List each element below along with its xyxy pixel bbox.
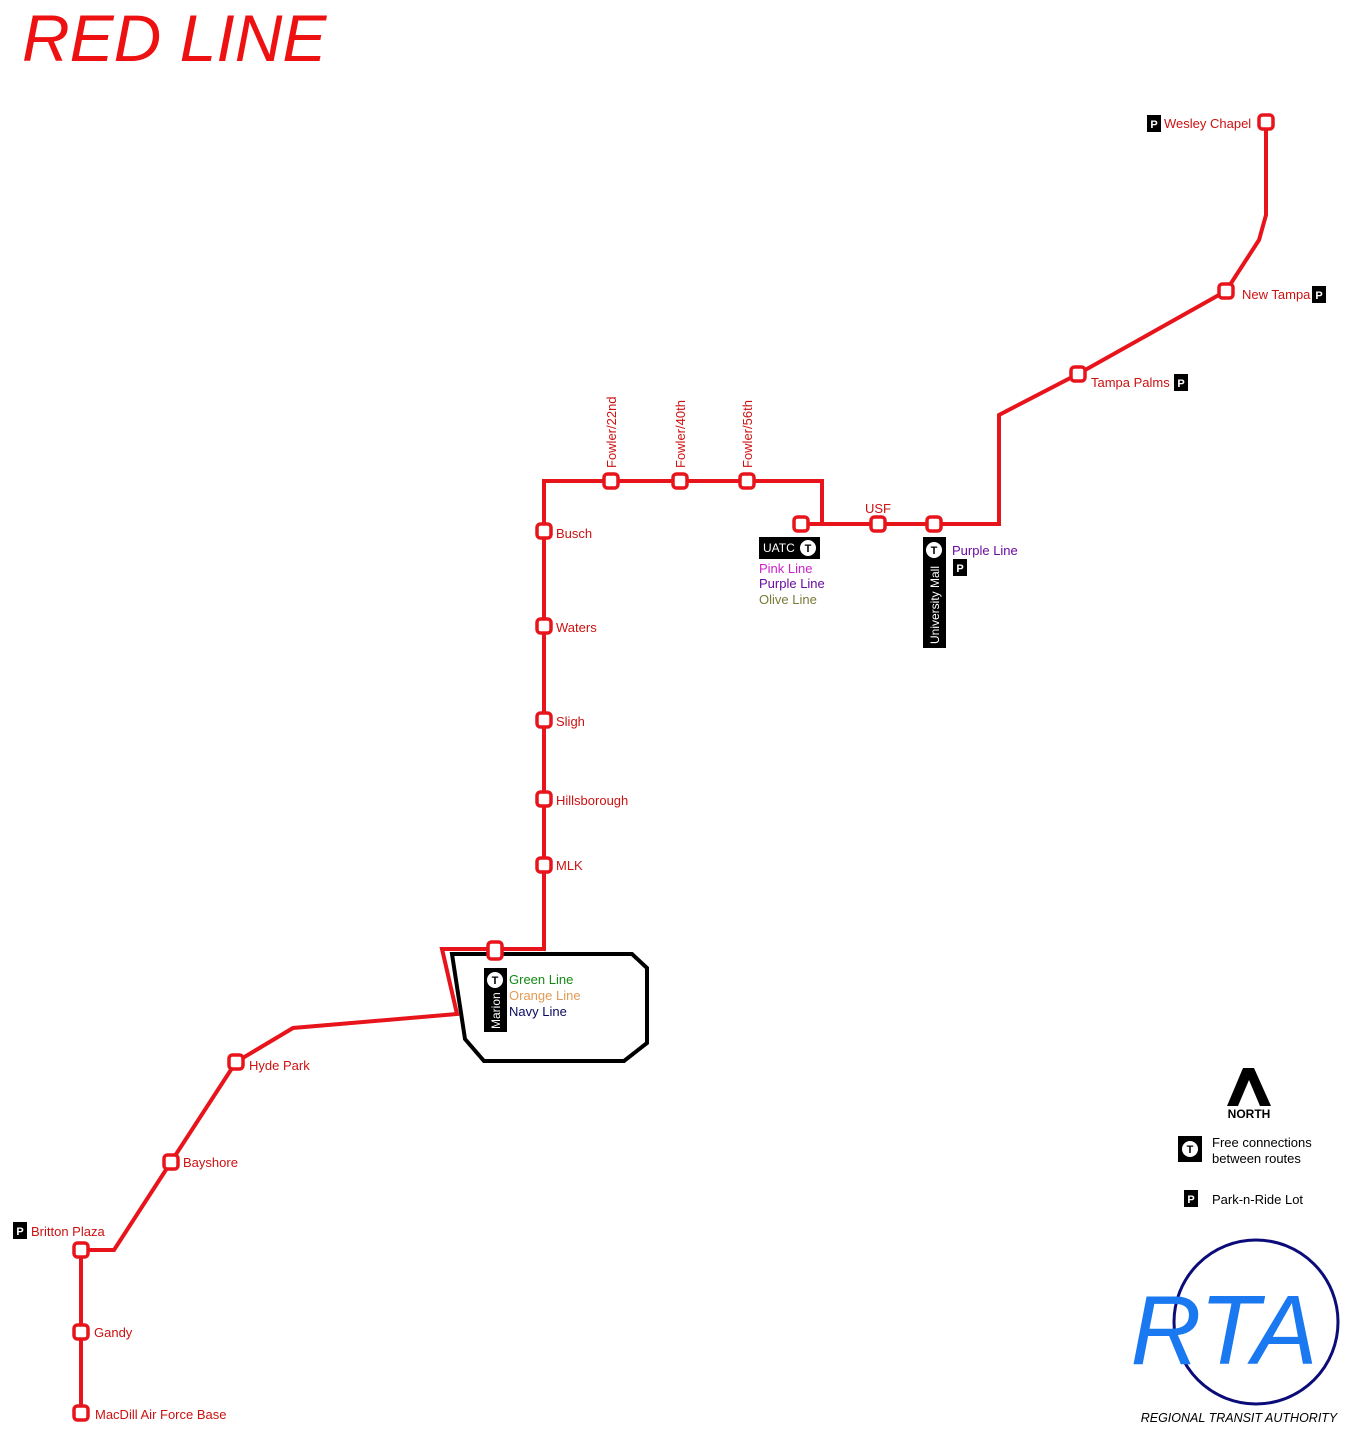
park-ride-icon: P: [1184, 1190, 1198, 1207]
label-gandy: Gandy: [94, 1325, 133, 1340]
red-line-route: [79, 122, 1268, 1413]
stop-gandy[interactable]: [72, 1323, 90, 1341]
transfer-icon: T: [1178, 1136, 1202, 1162]
svg-text:P: P: [1315, 290, 1322, 302]
stop-tampa-palms[interactable]: [1069, 365, 1087, 383]
svg-text:P: P: [1187, 1194, 1194, 1206]
label-university-mall: University Mall: [928, 566, 942, 644]
label-macdill: MacDill Air Force Base: [95, 1407, 226, 1422]
legend: NORTH T Free connections between routes …: [1178, 1068, 1312, 1207]
north-arrow-icon: [1227, 1068, 1271, 1106]
label-uatc: UATC: [763, 541, 795, 555]
rta-logo: RTA REGIONAL TRANSIT AUTHORITY: [1131, 1238, 1340, 1425]
marion-terminal-outline: [449, 952, 649, 1063]
marion-connection-navy: Navy Line: [509, 1004, 567, 1019]
legend-transfer-line2: between routes: [1212, 1151, 1301, 1166]
park-ride-icon: P: [1174, 374, 1188, 391]
park-ride-icon: P: [1147, 115, 1161, 132]
transfer-icon: T: [926, 542, 942, 558]
label-new-tampa: New Tampa: [1242, 287, 1311, 302]
transfer-icon: T: [487, 972, 503, 988]
marion-connection-green: Green Line: [509, 972, 573, 987]
university-mall-transfer-badge: T University Mall: [923, 537, 946, 648]
label-hyde-park: Hyde Park: [249, 1058, 310, 1073]
svg-text:P: P: [1150, 119, 1157, 131]
uatc-connection-purple: Purple Line: [759, 576, 825, 591]
legend-transfer-line1: Free connections: [1212, 1135, 1312, 1150]
uatc-connection-olive: Olive Line: [759, 592, 817, 607]
logo-ring: [1172, 1238, 1340, 1406]
stops: [72, 113, 1275, 1422]
university-mall-connection-purple: Purple Line: [952, 543, 1018, 558]
label-usf: USF: [865, 501, 891, 516]
stop-busch[interactable]: [535, 522, 553, 540]
stop-university-mall[interactable]: [925, 515, 943, 533]
stop-fowler-40th[interactable]: [671, 472, 689, 490]
label-hillsborough: Hillsborough: [556, 793, 628, 808]
map-title: RED LINE: [22, 1, 327, 75]
label-wesley-chapel: Wesley Chapel: [1164, 116, 1251, 131]
label-waters: Waters: [556, 620, 597, 635]
stop-usf[interactable]: [869, 515, 887, 533]
label-bayshore: Bayshore: [183, 1155, 238, 1170]
stop-britton-plaza[interactable]: [72, 1241, 90, 1259]
label-mlk: MLK: [556, 858, 583, 873]
logo-tagline: REGIONAL TRANSIT AUTHORITY: [1141, 1411, 1339, 1425]
stop-hyde-park[interactable]: [227, 1053, 245, 1071]
stop-hillsborough[interactable]: [535, 790, 553, 808]
label-busch: Busch: [556, 526, 592, 541]
legend-park-ride: Park-n-Ride Lot: [1212, 1192, 1303, 1207]
label-fowler-56th: Fowler/56th: [740, 400, 755, 468]
transfer-icon: T: [800, 540, 816, 556]
svg-text:T: T: [1187, 1144, 1194, 1156]
stop-waters[interactable]: [535, 617, 553, 635]
svg-text:P: P: [1177, 378, 1184, 390]
uatc-connection-pink: Pink Line: [759, 561, 812, 576]
label-tampa-palms: Tampa Palms: [1091, 375, 1170, 390]
stop-wesley-chapel[interactable]: [1257, 113, 1275, 131]
label-sligh: Sligh: [556, 714, 585, 729]
north-label: NORTH: [1228, 1107, 1271, 1121]
svg-text:T: T: [805, 543, 812, 555]
stop-mlk[interactable]: [535, 856, 553, 874]
logo-letters: RTA: [1131, 1275, 1318, 1385]
label-fowler-40th: Fowler/40th: [673, 400, 688, 468]
svg-text:T: T: [931, 545, 938, 557]
stop-sligh[interactable]: [535, 711, 553, 729]
label-britton-plaza: Britton Plaza: [31, 1224, 105, 1239]
park-ride-icon: P: [1312, 286, 1326, 303]
stop-new-tampa[interactable]: [1217, 282, 1235, 300]
park-ride-icon: P: [953, 559, 967, 576]
svg-text:P: P: [956, 563, 963, 575]
marion-connection-orange: Orange Line: [509, 988, 581, 1003]
svg-text:P: P: [16, 1226, 23, 1238]
stop-fowler-56th[interactable]: [738, 472, 756, 490]
stop-uatc[interactable]: [792, 515, 810, 533]
label-fowler-22nd: Fowler/22nd: [604, 396, 619, 468]
svg-text:T: T: [492, 975, 499, 987]
marion-transfer-badge: T Marion: [484, 968, 507, 1032]
park-ride-icon: P: [13, 1222, 27, 1239]
uatc-transfer-badge: UATC T: [759, 537, 820, 559]
label-marion: Marion: [489, 992, 503, 1029]
stop-fowler-22nd[interactable]: [602, 472, 620, 490]
stop-marion[interactable]: [486, 940, 504, 961]
stop-bayshore[interactable]: [162, 1153, 180, 1171]
stop-macdill[interactable]: [72, 1404, 90, 1422]
